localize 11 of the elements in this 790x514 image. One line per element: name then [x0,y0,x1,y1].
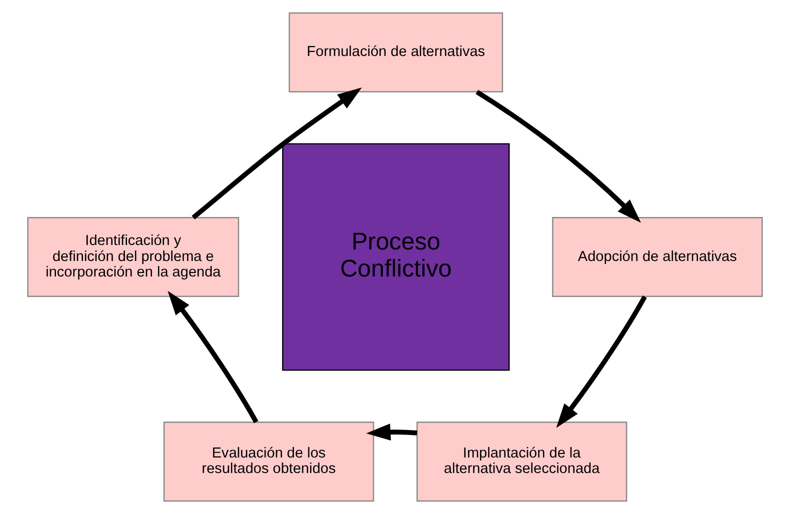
arrow [192,88,362,220]
node-box: Formulación de alternativas [288,12,504,92]
node-box: Identificación y definición del problema e incorporación en la agenda [27,217,240,297]
arrow [476,90,641,223]
node-box: Evaluación de los resultados obtenidos [163,422,374,502]
arrow [556,296,647,428]
node-box: Adopción de alternativas [552,217,763,297]
arrow [168,290,258,424]
node-box: Proceso Conflictivo [282,143,510,371]
arrow [366,424,418,441]
node-box: Implantación de la alternativa seleccionada [416,422,628,502]
